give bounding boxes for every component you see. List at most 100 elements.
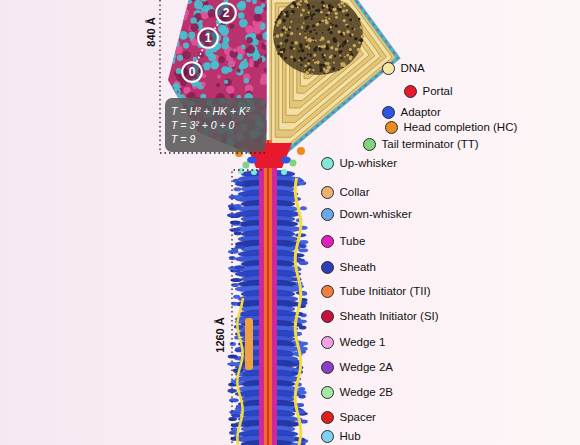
dna-texture — [347, 40, 349, 42]
legend-swatch — [385, 121, 398, 134]
dna-texture — [290, 46, 293, 49]
formula-line: T = 3² + 0 + 0 — [171, 118, 260, 132]
dna-texture — [361, 35, 365, 39]
sheath-subunit — [297, 181, 306, 185]
capsid-protein — [210, 61, 219, 70]
legend-label: Collar — [340, 186, 370, 198]
dna-texture — [327, 28, 330, 31]
capsid-protein — [201, 82, 206, 87]
sheath-subunit — [234, 325, 244, 329]
legend-entry: Up-whisker — [321, 155, 398, 171]
capsid-protein — [191, 0, 196, 1]
dna-texture — [325, 21, 329, 25]
capsid-protein — [205, 155, 212, 162]
dna-texture — [338, 50, 341, 53]
capsid-protein — [158, 0, 167, 2]
dna-texture — [349, 55, 352, 58]
dna-texture — [307, 67, 309, 69]
callout-link — [197, 48, 204, 62]
dna-texture — [277, 45, 280, 48]
capsid-protein — [236, 68, 240, 72]
sheath-subunit — [229, 398, 239, 402]
capsid-protein — [165, 43, 169, 47]
capsid-protein — [236, 3, 240, 7]
dna-texture — [285, 28, 288, 31]
dna-texture — [310, 18, 312, 20]
tail-fiber — [237, 298, 243, 445]
dna-texture — [305, 71, 309, 75]
dna-texture — [275, 34, 279, 38]
sheath-subunit — [232, 247, 238, 251]
dna-texture — [318, 21, 320, 23]
legend-entry: Spacer — [321, 409, 376, 425]
legend-label: Up-whisker — [340, 157, 398, 169]
sheath-subunit — [297, 181, 305, 185]
capsid-protein — [164, 43, 170, 49]
legend-entry: Down-whisker — [321, 206, 412, 222]
dna-texture — [327, 40, 330, 43]
dna-texture — [282, 19, 286, 23]
dna-texture — [290, 55, 293, 58]
capsid-protein — [163, 66, 167, 70]
dna-texture — [335, 16, 338, 19]
dna-texture — [337, 30, 340, 33]
dna-texture — [312, 6, 314, 8]
capsid-protein — [158, 122, 165, 129]
dna-texture — [319, 64, 322, 67]
capsid-protein — [223, 36, 230, 43]
capsid-protein — [225, 161, 231, 167]
dna-texture — [302, 9, 305, 12]
capsid-protein — [166, 86, 172, 92]
legend-swatch — [382, 106, 395, 119]
legend-entry: Tube Initiator (TII) — [321, 283, 431, 299]
callout-number: 1 — [197, 27, 219, 49]
capsid-protein — [158, 117, 165, 124]
capsid-protein — [194, 0, 203, 9]
dna-texture — [312, 69, 314, 71]
dna-texture — [349, 18, 352, 21]
dna-texture — [322, 32, 324, 34]
dna-texture — [300, 64, 302, 66]
sheath-subunit — [229, 410, 241, 414]
capsid-protein — [253, 62, 259, 68]
capsid-protein — [174, 45, 183, 54]
dna-texture — [338, 42, 340, 44]
capsid-protein — [181, 8, 189, 16]
capsid-protein — [188, 32, 195, 39]
legend-label: Head completion (HC) — [404, 121, 518, 133]
capsid-protein — [237, 2, 246, 11]
legend-swatch — [321, 310, 334, 323]
dna-texture — [305, 27, 308, 30]
legend-swatch — [321, 157, 334, 170]
legend-label: Sheath — [340, 261, 376, 273]
capsid-protein — [217, 75, 221, 79]
legend-swatch — [321, 186, 334, 199]
sheath-subunit — [298, 261, 308, 265]
legend-label: Sheath Initiator (SI) — [340, 310, 439, 322]
dna-texture — [278, 15, 281, 18]
dna-texture — [280, 13, 283, 16]
legend-swatch — [321, 235, 334, 248]
capsid-protein — [229, 157, 235, 163]
dna-texture — [340, 33, 344, 37]
dna-texture — [345, 14, 347, 16]
legend-label: Down-whisker — [340, 208, 412, 220]
capsid-protein — [160, 55, 168, 63]
legend-entry: Portal — [404, 83, 453, 99]
legend-swatch — [321, 361, 334, 374]
dna-texture — [319, 69, 322, 72]
capsid-protein — [171, 31, 179, 39]
capsid-protein — [163, 80, 168, 85]
capsid-protein — [182, 51, 190, 59]
dna-texture — [285, 11, 289, 15]
dna-texture — [314, 62, 316, 64]
tail-fiber — [295, 178, 300, 445]
capsid-protein — [173, 9, 178, 14]
dna-texture — [304, 0, 307, 3]
capsid-protein — [190, 23, 199, 32]
dna-texture — [307, 53, 309, 55]
dna-texture — [327, 11, 330, 14]
dna-texture — [349, 48, 352, 51]
legend-label: Adaptor — [401, 106, 441, 118]
capsid-protein — [200, 156, 205, 161]
